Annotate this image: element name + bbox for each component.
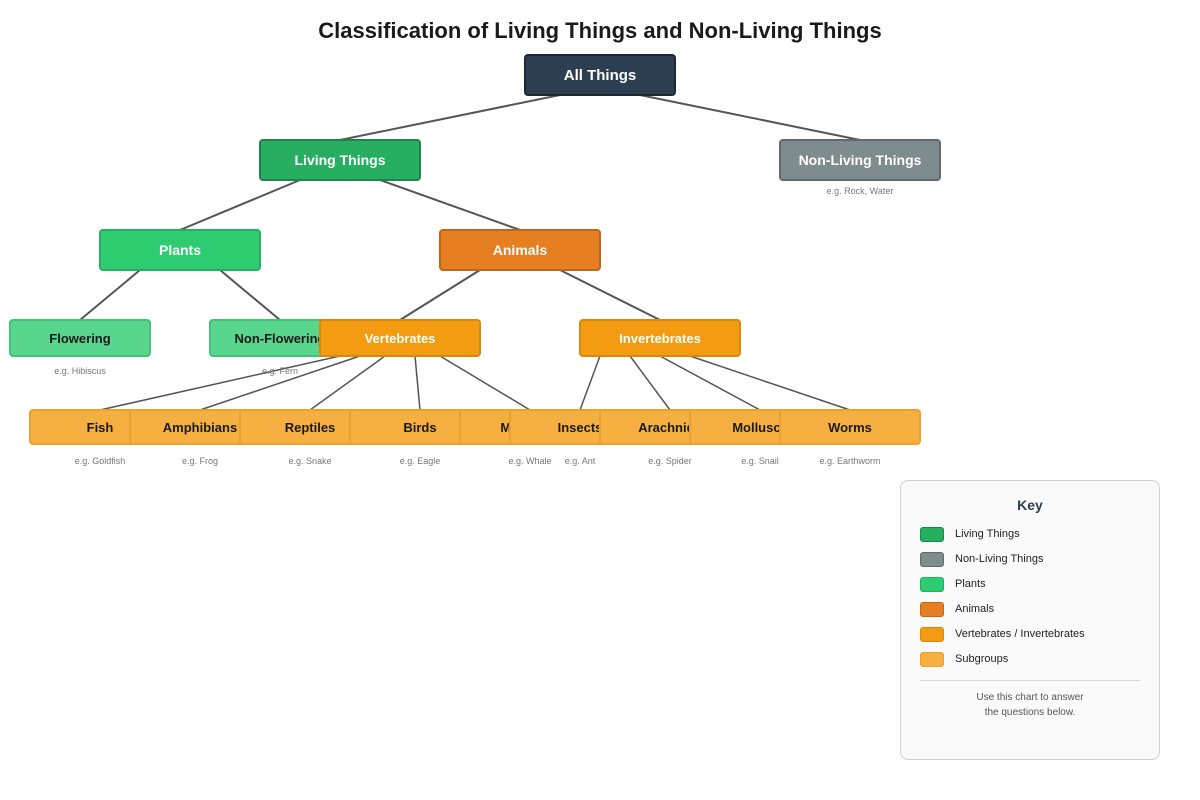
node-animals: Animals xyxy=(439,229,601,271)
example-non-living: e.g. Rock, Water xyxy=(826,186,894,196)
key-item-plants: Plants xyxy=(920,575,986,593)
key-note: Use this chart to answer the questions b… xyxy=(901,690,1159,720)
key-label: Vertebrates / Invertebrates xyxy=(955,628,1085,640)
connector-invertebrates-molluscs xyxy=(659,355,761,411)
key-note-line-1: Use this chart to answer xyxy=(976,692,1084,703)
example-fish: e.g. Goldfish xyxy=(74,456,126,466)
connector-animals-vertebrates xyxy=(399,269,481,321)
connector-living-plants xyxy=(179,179,301,231)
key-item-animals: Animals xyxy=(920,600,994,618)
legend-key: Key Living Things Non-Living Things Plan… xyxy=(900,480,1160,760)
diagram-title: Classification of Living Things and Non-… xyxy=(318,18,882,43)
connector-vertebrates-fish xyxy=(99,355,341,411)
connector-invertebrates-worms xyxy=(689,355,851,411)
node-vertebrates: Vertebrates xyxy=(319,319,481,357)
key-label: Plants xyxy=(955,578,986,590)
connector-vertebrates-birds xyxy=(414,355,421,411)
connector-all-nonliving xyxy=(639,94,861,141)
swatch-plants xyxy=(920,576,944,592)
key-item-subgroups: Subgroups xyxy=(920,650,1008,668)
example-arachnids: e.g. Spider xyxy=(648,456,692,466)
key-note-line-2: the questions below. xyxy=(984,707,1076,718)
example-worms: e.g. Earthworm xyxy=(819,456,881,466)
key-label: Subgroups xyxy=(955,653,1009,665)
key-item-non-living: Non-Living Things xyxy=(920,550,1043,568)
example-mammals: e.g. Whale xyxy=(508,456,552,466)
example-flowering: e.g. Hibiscus xyxy=(54,366,106,376)
node-worms: Worms xyxy=(779,409,921,445)
connector-vertebrates-amphibians xyxy=(199,355,361,411)
node-invertebrates: Invertebrates xyxy=(579,319,741,357)
key-item-vertebrates-invertebrates: Vertebrates / Invertebrates xyxy=(920,625,1085,643)
node-plants: Plants xyxy=(99,229,261,271)
key-divider xyxy=(920,680,1140,681)
key-item-living: Living Things xyxy=(920,525,1020,543)
key-label: Living Things xyxy=(955,528,1020,540)
node-flowering: Flowering xyxy=(9,319,151,357)
connector-vertebrates-reptiles xyxy=(309,355,386,411)
example-amphibians: e.g. Frog xyxy=(181,456,219,466)
swatch-living xyxy=(920,526,944,542)
node-all-things: All Things xyxy=(524,54,676,96)
swatch-animals xyxy=(920,601,944,617)
example-insects: e.g. Ant xyxy=(564,456,596,466)
swatch-vertebrates-invertebrates xyxy=(920,626,944,642)
connector-all-living xyxy=(339,94,561,141)
connector-invertebrates-arachnids xyxy=(629,355,671,411)
swatch-non-living xyxy=(920,551,944,567)
example-non-flowering: e.g. Fern xyxy=(261,366,299,376)
connector-animals-invertebrates xyxy=(559,269,661,321)
key-title: Key xyxy=(1017,497,1043,513)
node-living-things: Living Things xyxy=(259,139,421,181)
example-molluscs: e.g. Snail xyxy=(741,456,779,466)
swatch-subgroups xyxy=(920,651,944,667)
connector-living-animals xyxy=(379,179,521,231)
connector-plants-nonflowering xyxy=(219,269,281,321)
example-birds: e.g. Eagle xyxy=(399,456,441,466)
connector-plants-flowering xyxy=(79,269,141,321)
connector-invertebrates-insects xyxy=(579,355,601,411)
key-label: Non-Living Things xyxy=(955,553,1044,565)
example-reptiles: e.g. Snake xyxy=(288,456,332,466)
key-label: Animals xyxy=(955,603,995,615)
connector-vertebrates-mammals xyxy=(439,355,531,411)
node-non-living-things: Non-Living Things xyxy=(779,139,941,181)
